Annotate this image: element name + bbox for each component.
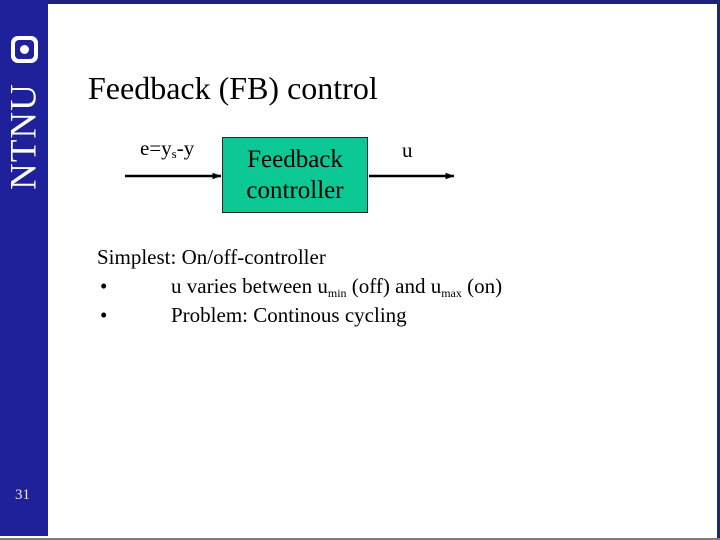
ntnu-logo-icon: [11, 36, 38, 63]
logo-inner-square: [15, 40, 34, 59]
error-label-suffix: -y: [176, 136, 195, 160]
list-item: • Problem: Continous cycling: [97, 301, 597, 330]
list-item-text: Problem: Continous cycling: [171, 301, 407, 330]
block-label-line1: Feedback: [247, 145, 343, 173]
bullet-0-part3: (on): [461, 273, 503, 298]
list-item-text: u varies between umin (off) and umax (on…: [171, 272, 502, 301]
page-title: Feedback (FB) control: [88, 70, 378, 106]
body-text-block: Simplest: On/off-controller • u varies b…: [97, 243, 597, 330]
bullet-0-sub1: min: [327, 285, 347, 300]
logo-dot-icon: [20, 45, 29, 54]
bullet-0-sub2: max: [441, 285, 462, 300]
bullet-0-part1: u varies between u: [171, 273, 328, 298]
input-signal-label: u: [402, 138, 413, 162]
feedback-controller-block: Feedback controller: [222, 137, 368, 213]
bullet-icon: •: [100, 273, 108, 298]
brand-label: NTNU: [3, 83, 45, 190]
error-signal-label: e=ys-y: [140, 136, 194, 161]
block-label-line2: controller: [246, 177, 344, 204]
frame-top-border: [0, 0, 720, 4]
frame-right-border: [717, 0, 720, 540]
page-number: 31: [15, 487, 30, 503]
bullet-1-part1: Problem: Continous cycling: [171, 302, 407, 327]
bullet-0-part2: (off) and u: [346, 273, 442, 298]
error-label-prefix: e=y: [140, 136, 172, 160]
body-lead-line: Simplest: On/off-controller: [97, 245, 326, 269]
list-item: • u varies between umin (off) and umax (…: [97, 272, 597, 301]
error-label-subscript: s: [171, 146, 177, 161]
frame-bottom-border: [0, 538, 720, 540]
bullet-icon: •: [100, 302, 108, 327]
ntnu-sidebar: NTNU 31: [0, 0, 48, 536]
